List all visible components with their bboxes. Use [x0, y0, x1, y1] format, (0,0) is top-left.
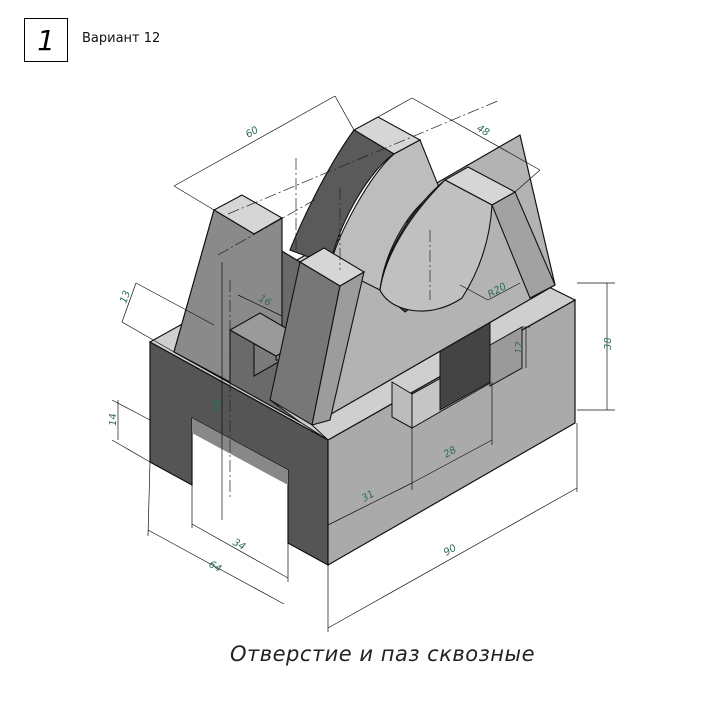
dim-13: 13: [118, 289, 133, 305]
dim-48: 48: [475, 123, 492, 139]
right-prong-slope: [491, 191, 556, 299]
dim-60: 60: [244, 125, 261, 141]
caption: Отверстие и паз сквозные: [229, 642, 536, 666]
center-lines: [217, 99, 501, 500]
cylinder-cut-front-lower: [379, 179, 493, 312]
task-number-box: 1: [24, 18, 68, 62]
dim-38: 38: [603, 337, 614, 350]
dim-12: 12: [514, 341, 525, 354]
dim-34: 34: [231, 537, 248, 553]
variant-label: Вариант 12: [82, 31, 161, 46]
task-number: 1: [37, 23, 55, 57]
dimension-lines: [111, 95, 615, 632]
left-front-prong-front: [311, 270, 365, 426]
base-upper-ledge: [269, 399, 329, 441]
top-slot-right-wall: [489, 326, 523, 387]
dim-64: 64: [207, 559, 224, 575]
dim-14: 14: [108, 413, 119, 426]
dim-75: 75: [213, 399, 224, 412]
bottom-slot-inner: [192, 418, 288, 485]
